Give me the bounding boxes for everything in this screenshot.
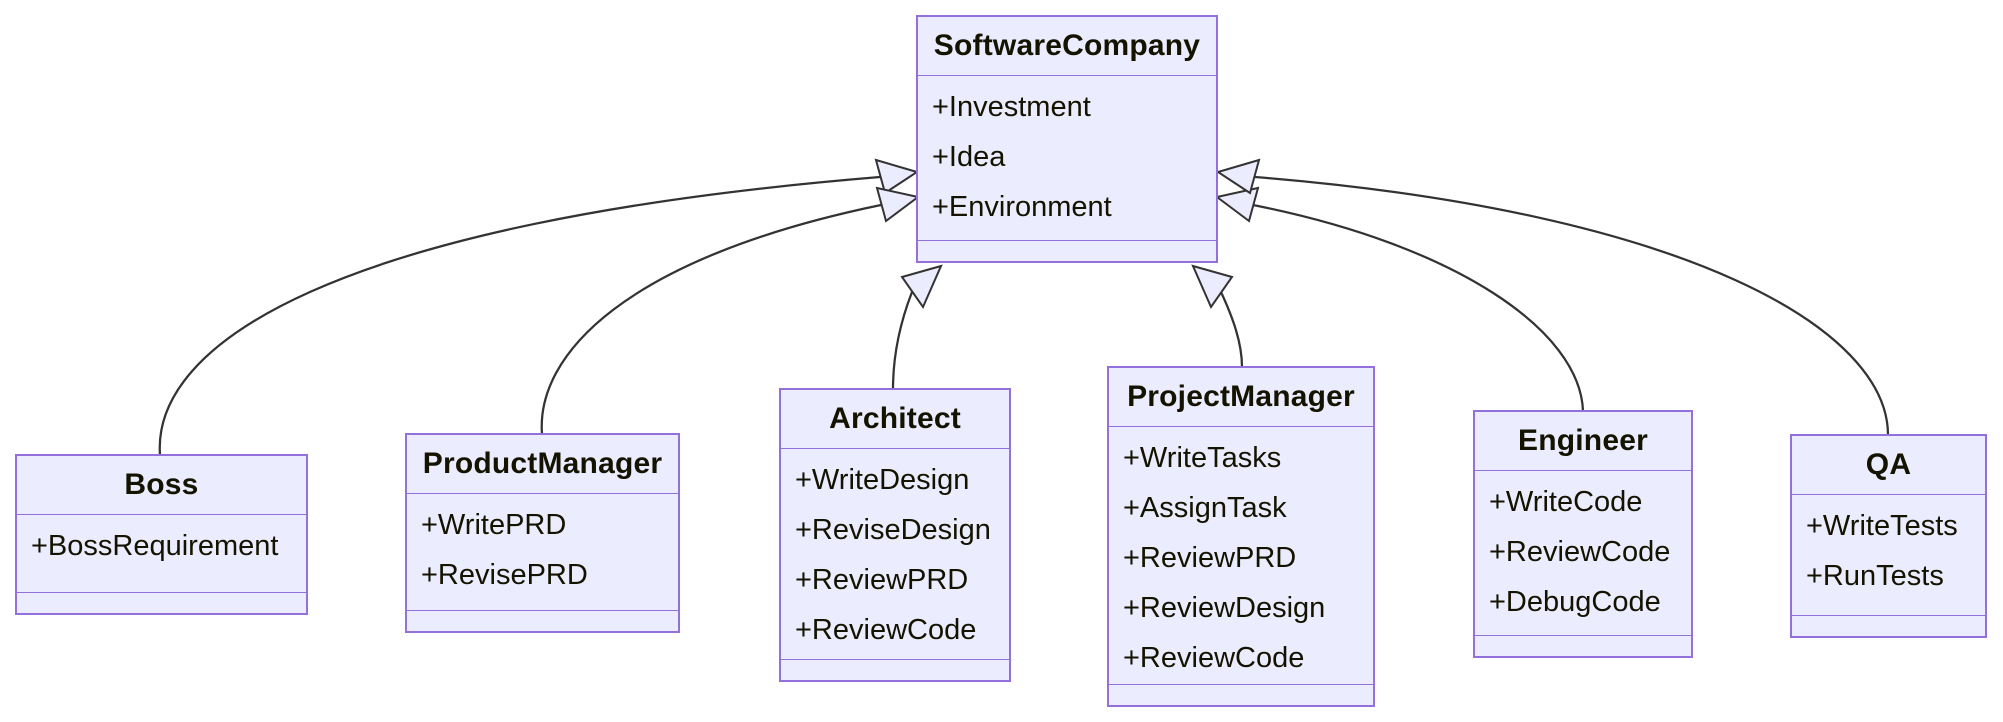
class-attribute: +ReviewCode [795, 614, 977, 646]
class-productmanager: ProductManager +WritePRD +RevisePRD [405, 433, 680, 633]
edge-architect-to-softwarecompany [891, 264, 943, 390]
inheritance-arrowhead [874, 158, 920, 195]
class-attribute: +Idea [932, 141, 1006, 173]
class-title: ProductManager [407, 435, 678, 494]
class-attribute: +ReviewCode [1489, 536, 1671, 568]
class-attribute: +WriteTests [1806, 510, 1958, 542]
inheritance-arrowhead [900, 264, 943, 310]
class-attribute: +BossRequirement [31, 530, 279, 562]
edge-line [891, 291, 914, 390]
class-attribute: +ReviewPRD [1123, 542, 1297, 574]
class-title: Boss [17, 456, 306, 515]
edge-line [158, 175, 881, 456]
class-attributes: +WriteDesign +ReviseDesign +ReviewPRD +R… [781, 449, 1009, 659]
class-projectmanager: ProjectManager +WriteTasks +AssignTask +… [1107, 366, 1375, 707]
inheritance-arrowhead [1215, 158, 1261, 195]
class-architect: Architect +WriteDesign +ReviseDesign +Re… [779, 388, 1011, 682]
class-attribute: +DebugCode [1489, 586, 1661, 618]
edge-line [1219, 291, 1244, 368]
class-attributes: +BossRequirement [17, 515, 306, 592]
class-attribute: +WriteTasks [1123, 442, 1282, 474]
class-attributes: +WritePRD +RevisePRD [407, 494, 678, 610]
class-attribute: +ReviseDesign [795, 514, 991, 546]
class-methods-empty [407, 610, 678, 631]
class-methods-empty [1792, 615, 1985, 636]
inheritance-arrowhead [1214, 186, 1260, 223]
inheritance-arrowhead [1191, 264, 1234, 310]
class-attribute: +WritePRD [421, 509, 567, 541]
class-engineer: Engineer +WriteCode +ReviewCode +DebugCo… [1473, 410, 1693, 658]
class-attribute: +ReviewCode [1123, 642, 1305, 674]
class-attribute: +WriteDesign [795, 464, 970, 496]
class-attribute: +AssignTask [1123, 492, 1287, 524]
class-methods-empty [1109, 684, 1373, 705]
class-methods-empty [1475, 635, 1691, 656]
class-title: Architect [781, 390, 1009, 449]
class-attribute: +Environment [932, 191, 1112, 223]
class-title: QA [1792, 436, 1985, 495]
class-attribute: +ReviewDesign [1123, 592, 1326, 624]
class-qa: QA +WriteTests +RunTests [1790, 434, 1987, 638]
class-attribute: +ReviewPRD [795, 564, 969, 596]
class-softwarecompany: SoftwareCompany +Investment +Idea +Envir… [916, 15, 1218, 263]
class-title: ProjectManager [1109, 368, 1373, 427]
class-methods-empty [918, 240, 1216, 261]
class-attributes: +Investment +Idea +Environment [918, 76, 1216, 240]
class-attribute: +WriteCode [1489, 486, 1643, 518]
class-methods-empty [17, 592, 306, 613]
class-title: Engineer [1475, 412, 1691, 471]
edge-projectmanager-to-softwarecompany [1191, 264, 1244, 368]
class-boss: Boss +BossRequirement [15, 454, 308, 615]
class-title: SoftwareCompany [918, 17, 1216, 76]
class-methods-empty [781, 659, 1009, 680]
class-attribute: +Investment [932, 91, 1091, 123]
inheritance-arrowhead [875, 186, 921, 223]
class-attribute: +RevisePRD [421, 559, 588, 591]
class-attribute: +RunTests [1806, 560, 1944, 592]
class-attributes: +WriteTests +RunTests [1792, 495, 1985, 615]
class-attributes: +WriteTasks +AssignTask +ReviewPRD +Revi… [1109, 427, 1373, 684]
class-attributes: +WriteCode +ReviewCode +DebugCode [1475, 471, 1691, 635]
